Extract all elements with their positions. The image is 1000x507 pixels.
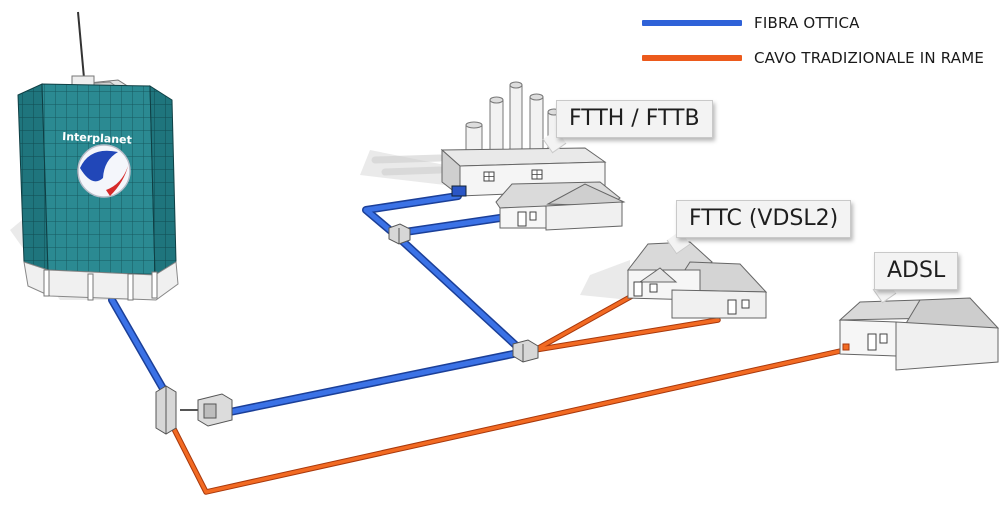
fiber-cables bbox=[108, 192, 527, 416]
legend-copper-label: CAVO TRADIZIONALE IN RAME bbox=[754, 49, 985, 67]
legend-fiber-label: FIBRA OTTICA bbox=[754, 14, 860, 32]
fiber-splitter-box bbox=[512, 339, 539, 363]
callout-fttc-text: FTTC (VDSL2) bbox=[689, 206, 839, 231]
legend-copper: CAVO TRADIZIONALE IN RAME bbox=[642, 49, 984, 67]
legend-copper-swatch bbox=[642, 55, 742, 61]
legend-fiber: FIBRA OTTICA bbox=[642, 14, 860, 32]
house-ftth bbox=[495, 181, 626, 231]
callout-fttc: FTTC (VDSL2) bbox=[676, 200, 852, 239]
callout-adsl-text: ADSL bbox=[887, 258, 946, 283]
house-fttc bbox=[626, 241, 768, 319]
fiber-junction-box bbox=[388, 223, 411, 245]
copper-cables bbox=[169, 293, 848, 495]
callout-ftth: FTTH / FTTB bbox=[556, 100, 713, 139]
building-brand-text: Interplanet bbox=[62, 130, 132, 147]
street-cabinet-main bbox=[155, 385, 233, 435]
callout-ftth-text: FTTH / FTTB bbox=[569, 106, 700, 131]
central-office-building: Interplanet bbox=[17, 11, 179, 301]
legend-fiber-swatch bbox=[642, 20, 742, 26]
callout-adsl: ADSL bbox=[874, 252, 959, 291]
house-adsl bbox=[838, 297, 1000, 371]
